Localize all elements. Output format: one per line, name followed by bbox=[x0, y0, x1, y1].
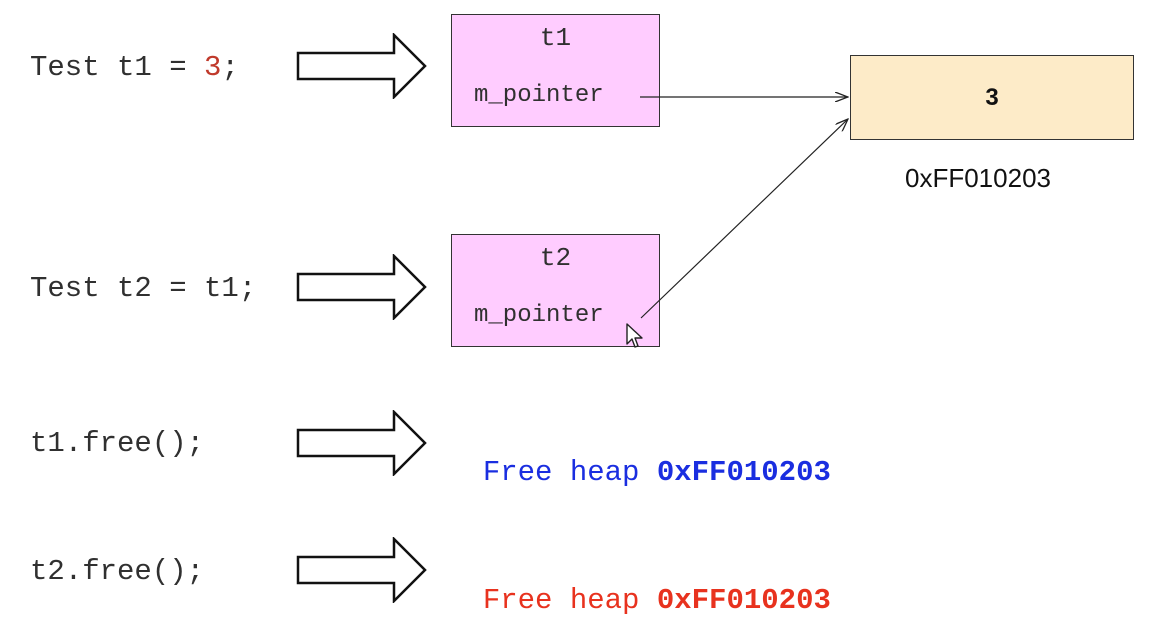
code-line-1-prefix: Test t1 = bbox=[30, 51, 205, 84]
free-result-1-address: 0xFF010203 bbox=[656, 456, 831, 489]
object-t2-name: t2 bbox=[539, 243, 572, 273]
code-line-4: t2.free(); bbox=[30, 555, 205, 588]
object-t1-name: t1 bbox=[539, 23, 572, 53]
heap-memory-box: 3 bbox=[850, 55, 1134, 140]
object-t1-box: t1 m_pointer bbox=[451, 14, 660, 127]
free-result-2: Free heap 0xFF010203 bbox=[448, 557, 831, 615]
heap-value: 3 bbox=[985, 84, 999, 111]
code-line-2: Test t2 = t1; bbox=[30, 272, 257, 305]
arrow-right-icon bbox=[296, 537, 427, 603]
code-line-1: Test t1 = 3; bbox=[30, 53, 239, 82]
pointer-arrow-t2 bbox=[640, 119, 848, 319]
object-t2-box: t2 m_pointer bbox=[451, 234, 660, 347]
code-line-3: t1.free(); bbox=[30, 427, 205, 460]
code-line-1-number: 3 bbox=[204, 51, 222, 84]
code-line-1-suffix: ; bbox=[221, 51, 239, 84]
object-t1-field: m_pointer bbox=[474, 82, 604, 109]
object-t2-field: m_pointer bbox=[474, 302, 604, 329]
arrow-right-icon bbox=[296, 33, 427, 99]
free-result-1-text: Free heap bbox=[482, 456, 657, 489]
mouse-cursor-icon bbox=[626, 323, 643, 348]
free-result-1: Free heap 0xFF010203 bbox=[448, 429, 831, 487]
heap-address: 0xFF010203 bbox=[905, 163, 1051, 193]
arrow-right-icon bbox=[296, 254, 427, 320]
arrow-right-icon bbox=[296, 410, 427, 476]
free-result-2-text: Free heap bbox=[482, 584, 657, 617]
free-result-2-address: 0xFF010203 bbox=[656, 584, 831, 617]
